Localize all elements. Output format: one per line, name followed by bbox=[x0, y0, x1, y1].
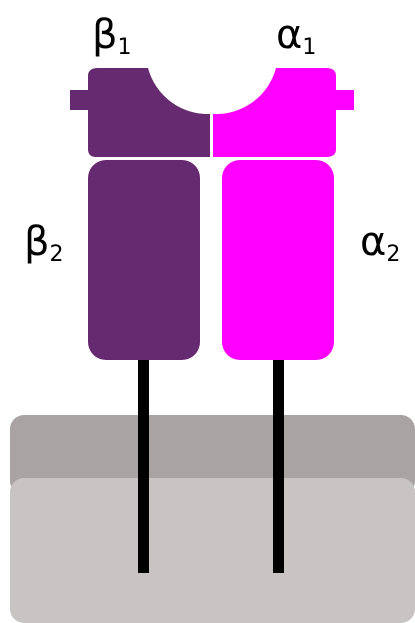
beta1-domain bbox=[70, 68, 210, 157]
alpha1-subscript: 1 bbox=[302, 35, 316, 60]
alpha2-subscript: 2 bbox=[386, 242, 400, 267]
alpha2-symbol: α bbox=[360, 219, 386, 265]
alpha-chain-stalk bbox=[273, 355, 284, 573]
beta2-label: β2 bbox=[24, 219, 64, 267]
beta1-subscript: 1 bbox=[118, 35, 132, 60]
alpha1-label: α1 bbox=[276, 12, 316, 60]
cell-membrane bbox=[10, 415, 415, 623]
membrane-upper-layer bbox=[10, 415, 415, 495]
beta2-domain bbox=[88, 160, 200, 360]
beta2-symbol: β bbox=[24, 219, 50, 265]
beta1-label: β1 bbox=[92, 12, 132, 60]
alpha2-label: α2 bbox=[360, 219, 400, 267]
beta2-subscript: 2 bbox=[50, 242, 64, 267]
beta-chain-stalk bbox=[138, 355, 149, 573]
membrane-lower-layer bbox=[10, 478, 415, 623]
alpha1-domain bbox=[213, 68, 354, 157]
alpha1-symbol: α bbox=[276, 12, 302, 58]
beta1-symbol: β bbox=[92, 12, 118, 58]
alpha2-domain bbox=[222, 160, 334, 360]
